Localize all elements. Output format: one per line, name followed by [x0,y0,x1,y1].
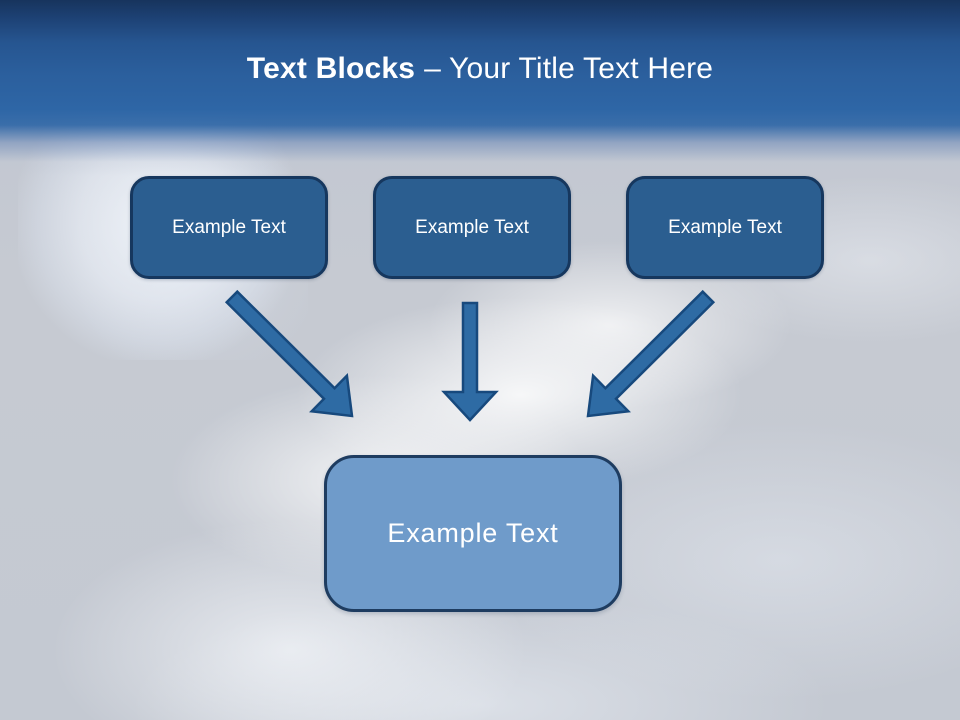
slide-title-rest: – Your Title Text Here [424,52,714,85]
slide-title: Text Blocks– Your Title Text Here [0,52,960,86]
target-text-block-label: Example Text [387,518,559,548]
target-text-block: Example Text [324,455,622,612]
text-block-1: Example Text [130,176,328,279]
text-block-3-label: Example Text [668,216,782,238]
text-block-2: Example Text [373,176,571,279]
slide-title-emphasis: Text Blocks [246,52,416,85]
title-bar [0,0,960,176]
text-block-2-label: Example Text [415,216,529,238]
arrow-down-right-icon [224,289,354,418]
arrow-down-icon [441,301,499,422]
text-block-1-label: Example Text [172,216,286,238]
arrow-down-left-icon [586,289,716,418]
text-block-3: Example Text [626,176,824,279]
